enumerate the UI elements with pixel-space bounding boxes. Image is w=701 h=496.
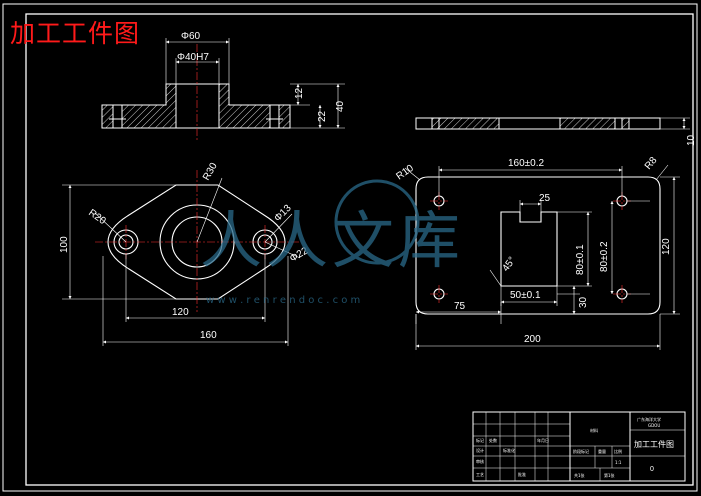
tb-sheet-no: 第1张 bbox=[604, 472, 615, 478]
left-section-view bbox=[101, 83, 291, 129]
dim-r10: R10 bbox=[394, 163, 416, 183]
dim-120: 120 bbox=[661, 238, 672, 255]
tb-label-check: 审核 bbox=[476, 458, 484, 464]
dim-d40h7: Φ40H7 bbox=[177, 52, 209, 63]
tb-scale-value: 1:1 bbox=[615, 460, 622, 465]
dim-h22: 22 bbox=[317, 110, 328, 122]
plan-dimensions bbox=[62, 177, 301, 346]
dim-thickness: 10 bbox=[686, 134, 697, 146]
watermark-logo-ring bbox=[334, 179, 420, 265]
title-block bbox=[472, 411, 686, 482]
tb-label-weight: 重量 bbox=[598, 448, 606, 454]
dim-w120: 120 bbox=[172, 307, 189, 318]
drawing-title: 加工工件图 bbox=[10, 19, 141, 48]
tb-label-scale: 比例 bbox=[614, 448, 622, 454]
tb-label-mark: 标记 bbox=[476, 437, 484, 443]
dim-30: 30 bbox=[578, 296, 589, 308]
watermark-url: w w w . r e n r e n d o c . c o m bbox=[206, 295, 360, 306]
tb-school-en: GDOU bbox=[648, 423, 660, 428]
dim-h12: 12 bbox=[294, 87, 305, 99]
tb-label-design: 设计 bbox=[476, 447, 484, 453]
tb-label-craft: 工艺 bbox=[476, 472, 484, 477]
dim-r8: R8 bbox=[643, 155, 660, 172]
watermark-brand: 人人文库 bbox=[200, 204, 464, 277]
section-dimensions bbox=[165, 38, 345, 129]
watermark: 人人文库 w w w . r e n r e n d o c . c o m bbox=[200, 179, 464, 306]
dim-80-02: 80±0.2 bbox=[599, 241, 610, 272]
dim-h100: 100 bbox=[59, 236, 70, 253]
inner-frame bbox=[25, 13, 694, 486]
dim-r30: R30 bbox=[201, 161, 220, 183]
tb-material: 材料 bbox=[590, 427, 598, 433]
dim-chamfer: 45° bbox=[500, 255, 518, 274]
dim-160-02: 160±0.2 bbox=[508, 158, 545, 169]
tb-code: 0 bbox=[650, 466, 654, 473]
dim-200: 200 bbox=[524, 334, 541, 345]
tb-drawing-name: 加工工件图 bbox=[634, 439, 674, 449]
tb-label-standard: 标准化 bbox=[503, 447, 515, 453]
dim-w160: 160 bbox=[200, 330, 217, 341]
dim-r20: R20 bbox=[86, 207, 108, 227]
tb-label-stage: 阶段标记 bbox=[573, 448, 589, 454]
outer-frame bbox=[2, 3, 698, 492]
tb-sheet-total: 共1张 bbox=[574, 472, 585, 478]
dim-75: 75 bbox=[454, 301, 466, 312]
dim-slot-25: 25 bbox=[539, 193, 551, 204]
tb-label-approve: 批准 bbox=[518, 471, 526, 477]
dim-50-01: 50±0.1 bbox=[510, 290, 541, 301]
dim-80-01: 80±0.1 bbox=[575, 244, 586, 275]
dim-d60: Φ60 bbox=[181, 31, 201, 42]
right-dimensions bbox=[404, 164, 680, 350]
dim-h40: 40 bbox=[335, 100, 346, 112]
tb-label-date: 年月日 bbox=[537, 437, 549, 443]
tb-school: 广东海洋大学 bbox=[637, 416, 661, 422]
right-side-view bbox=[415, 117, 690, 130]
tb-label-count: 处数 bbox=[489, 437, 497, 443]
